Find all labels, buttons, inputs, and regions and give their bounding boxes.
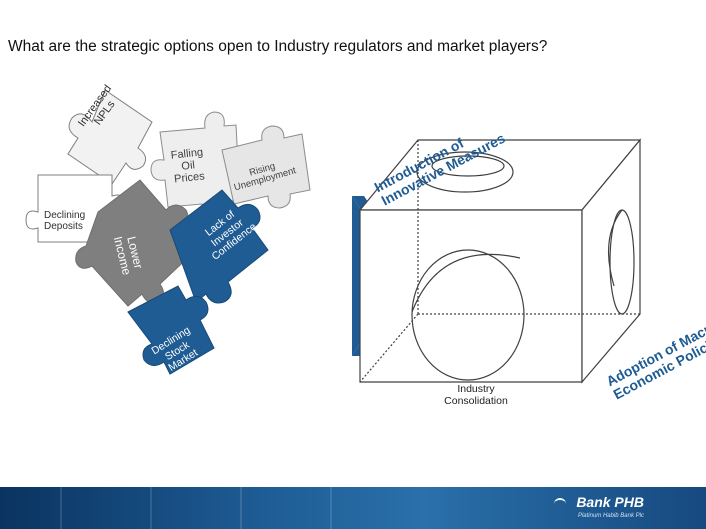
label-consolidation-line2: Consolidation [444,394,508,407]
puzzle-piece-declining-stock-market [127,285,215,375]
cube-front-hole [411,249,525,381]
label-consolidation-line1: Industry [457,383,495,395]
cube-top-hole-inner [431,155,505,177]
cube-top-hole [416,151,514,193]
puzzle-piece-rising-unemployment [221,125,311,209]
consolidation-cube [358,138,642,384]
footer-bar [0,487,706,529]
puzzle-piece-lack-investor-confidence [169,189,269,304]
slide-title: What are the strategic options open to I… [8,38,548,55]
brand-tagline: Platinum Habib Bank Plc [577,513,644,519]
label-falling-oil: Falling Oil Prices [170,146,206,185]
cube-front-face [359,209,583,383]
label-industry-consolidation: Industry Consolidation [436,383,516,407]
label-deposits-line1: Declining [44,210,86,221]
label-declining-deposits: Declining Deposits [44,210,85,232]
brand-name: Bank PHB [576,494,644,510]
label-deposits-line2: Deposits [44,221,83,232]
brand-logo-icon [554,498,566,510]
